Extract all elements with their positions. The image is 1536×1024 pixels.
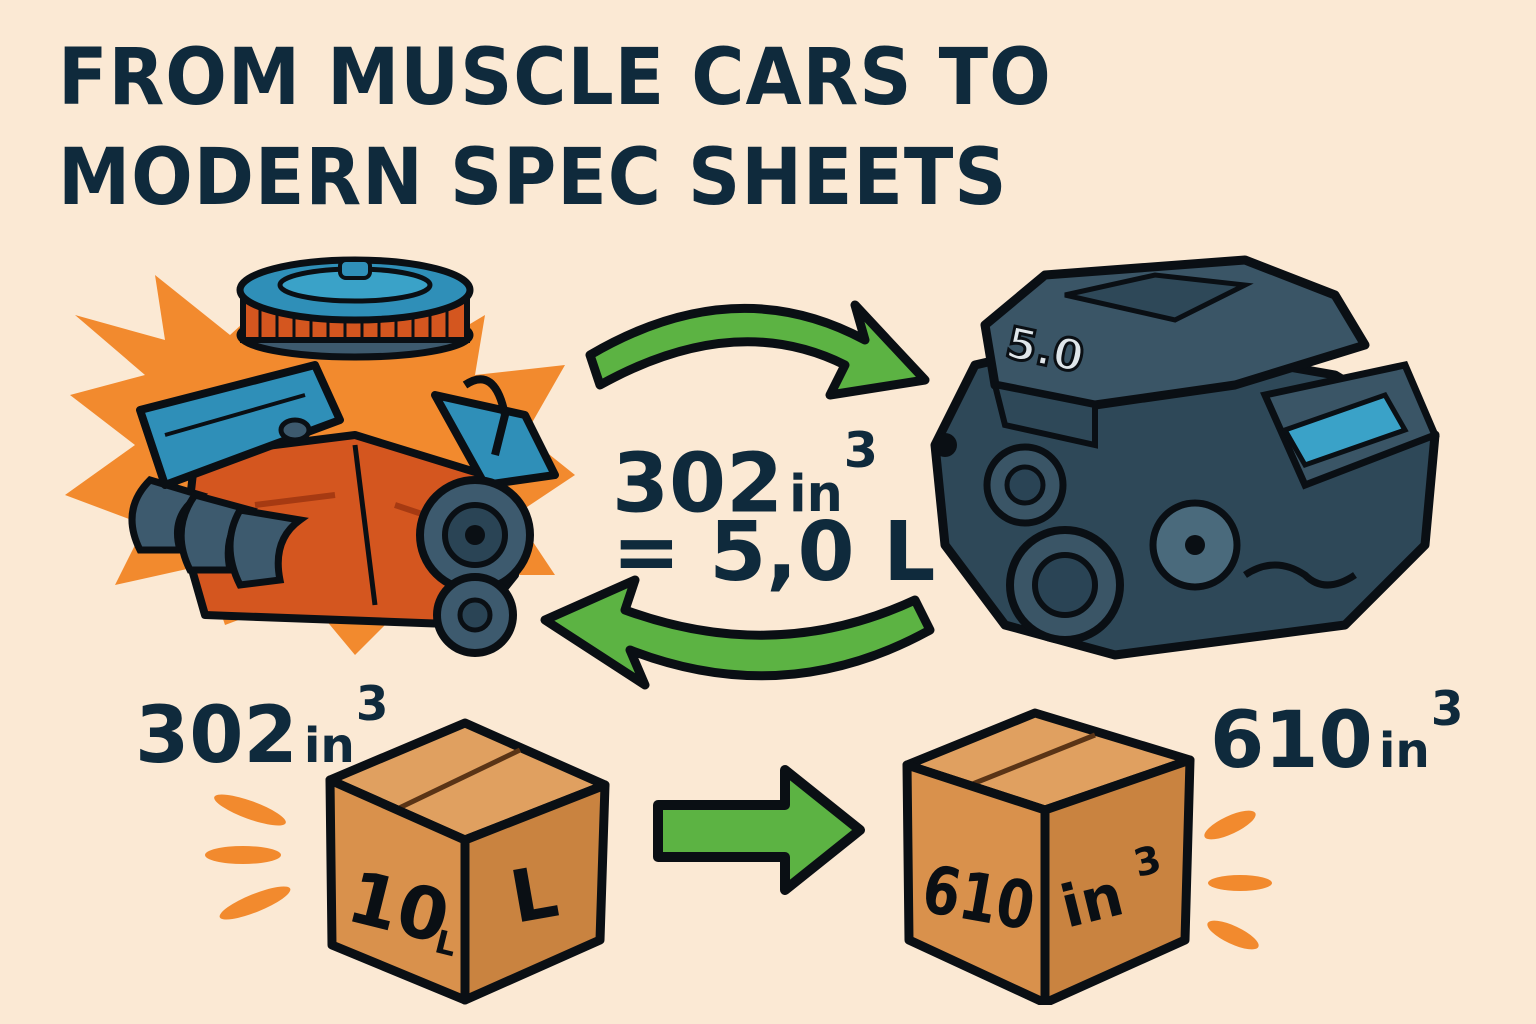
classic-engine-illustration: [55, 245, 595, 665]
straight-arrow: [650, 765, 865, 895]
muscle-engine-icon: [65, 256, 575, 657]
right-label-exponent: 3: [1430, 683, 1464, 737]
cardboard-box-icon: 610 in 3: [902, 708, 1272, 1005]
equation-value: 302: [612, 436, 784, 532]
conversion-cycle-arrows: [535, 280, 955, 700]
page-title: FROM MUSCLE CARS TO MODERN SPEC SHEETS: [58, 28, 1052, 228]
arrow-left-curved-icon: [540, 575, 935, 690]
left-label-exponent: 3: [355, 678, 389, 732]
title-line-2: MODERN SPEC SHEETS: [58, 133, 1008, 223]
motion-lines-icon: [205, 794, 291, 920]
cardboard-box-icon: 10 L L: [205, 718, 610, 1005]
right-label-value: 610: [1210, 696, 1373, 787]
center-equation-line-2: = 5,0 L: [612, 505, 936, 600]
modern-engine-illustration: 5.0: [915, 245, 1455, 665]
arrow-right-icon: [653, 765, 865, 895]
right-box-illustration: 610 in 3: [895, 685, 1415, 1005]
motion-lines-icon: [1204, 810, 1272, 950]
left-box-illustration: 10 L L: [200, 705, 620, 1005]
arrow-right-curved-icon: [585, 300, 930, 400]
left-label-value: 302: [135, 691, 298, 782]
left-label-unit: in: [303, 718, 355, 775]
modern-engine-icon: 5.0: [930, 255, 1440, 660]
right-label-unit: in: [1378, 723, 1430, 780]
box-front-label: 610: [917, 851, 1041, 946]
equation-exponent: 3: [843, 421, 879, 479]
title-line-1: FROM MUSCLE CARS TO: [58, 33, 1052, 123]
equation-unit: in: [789, 464, 843, 524]
